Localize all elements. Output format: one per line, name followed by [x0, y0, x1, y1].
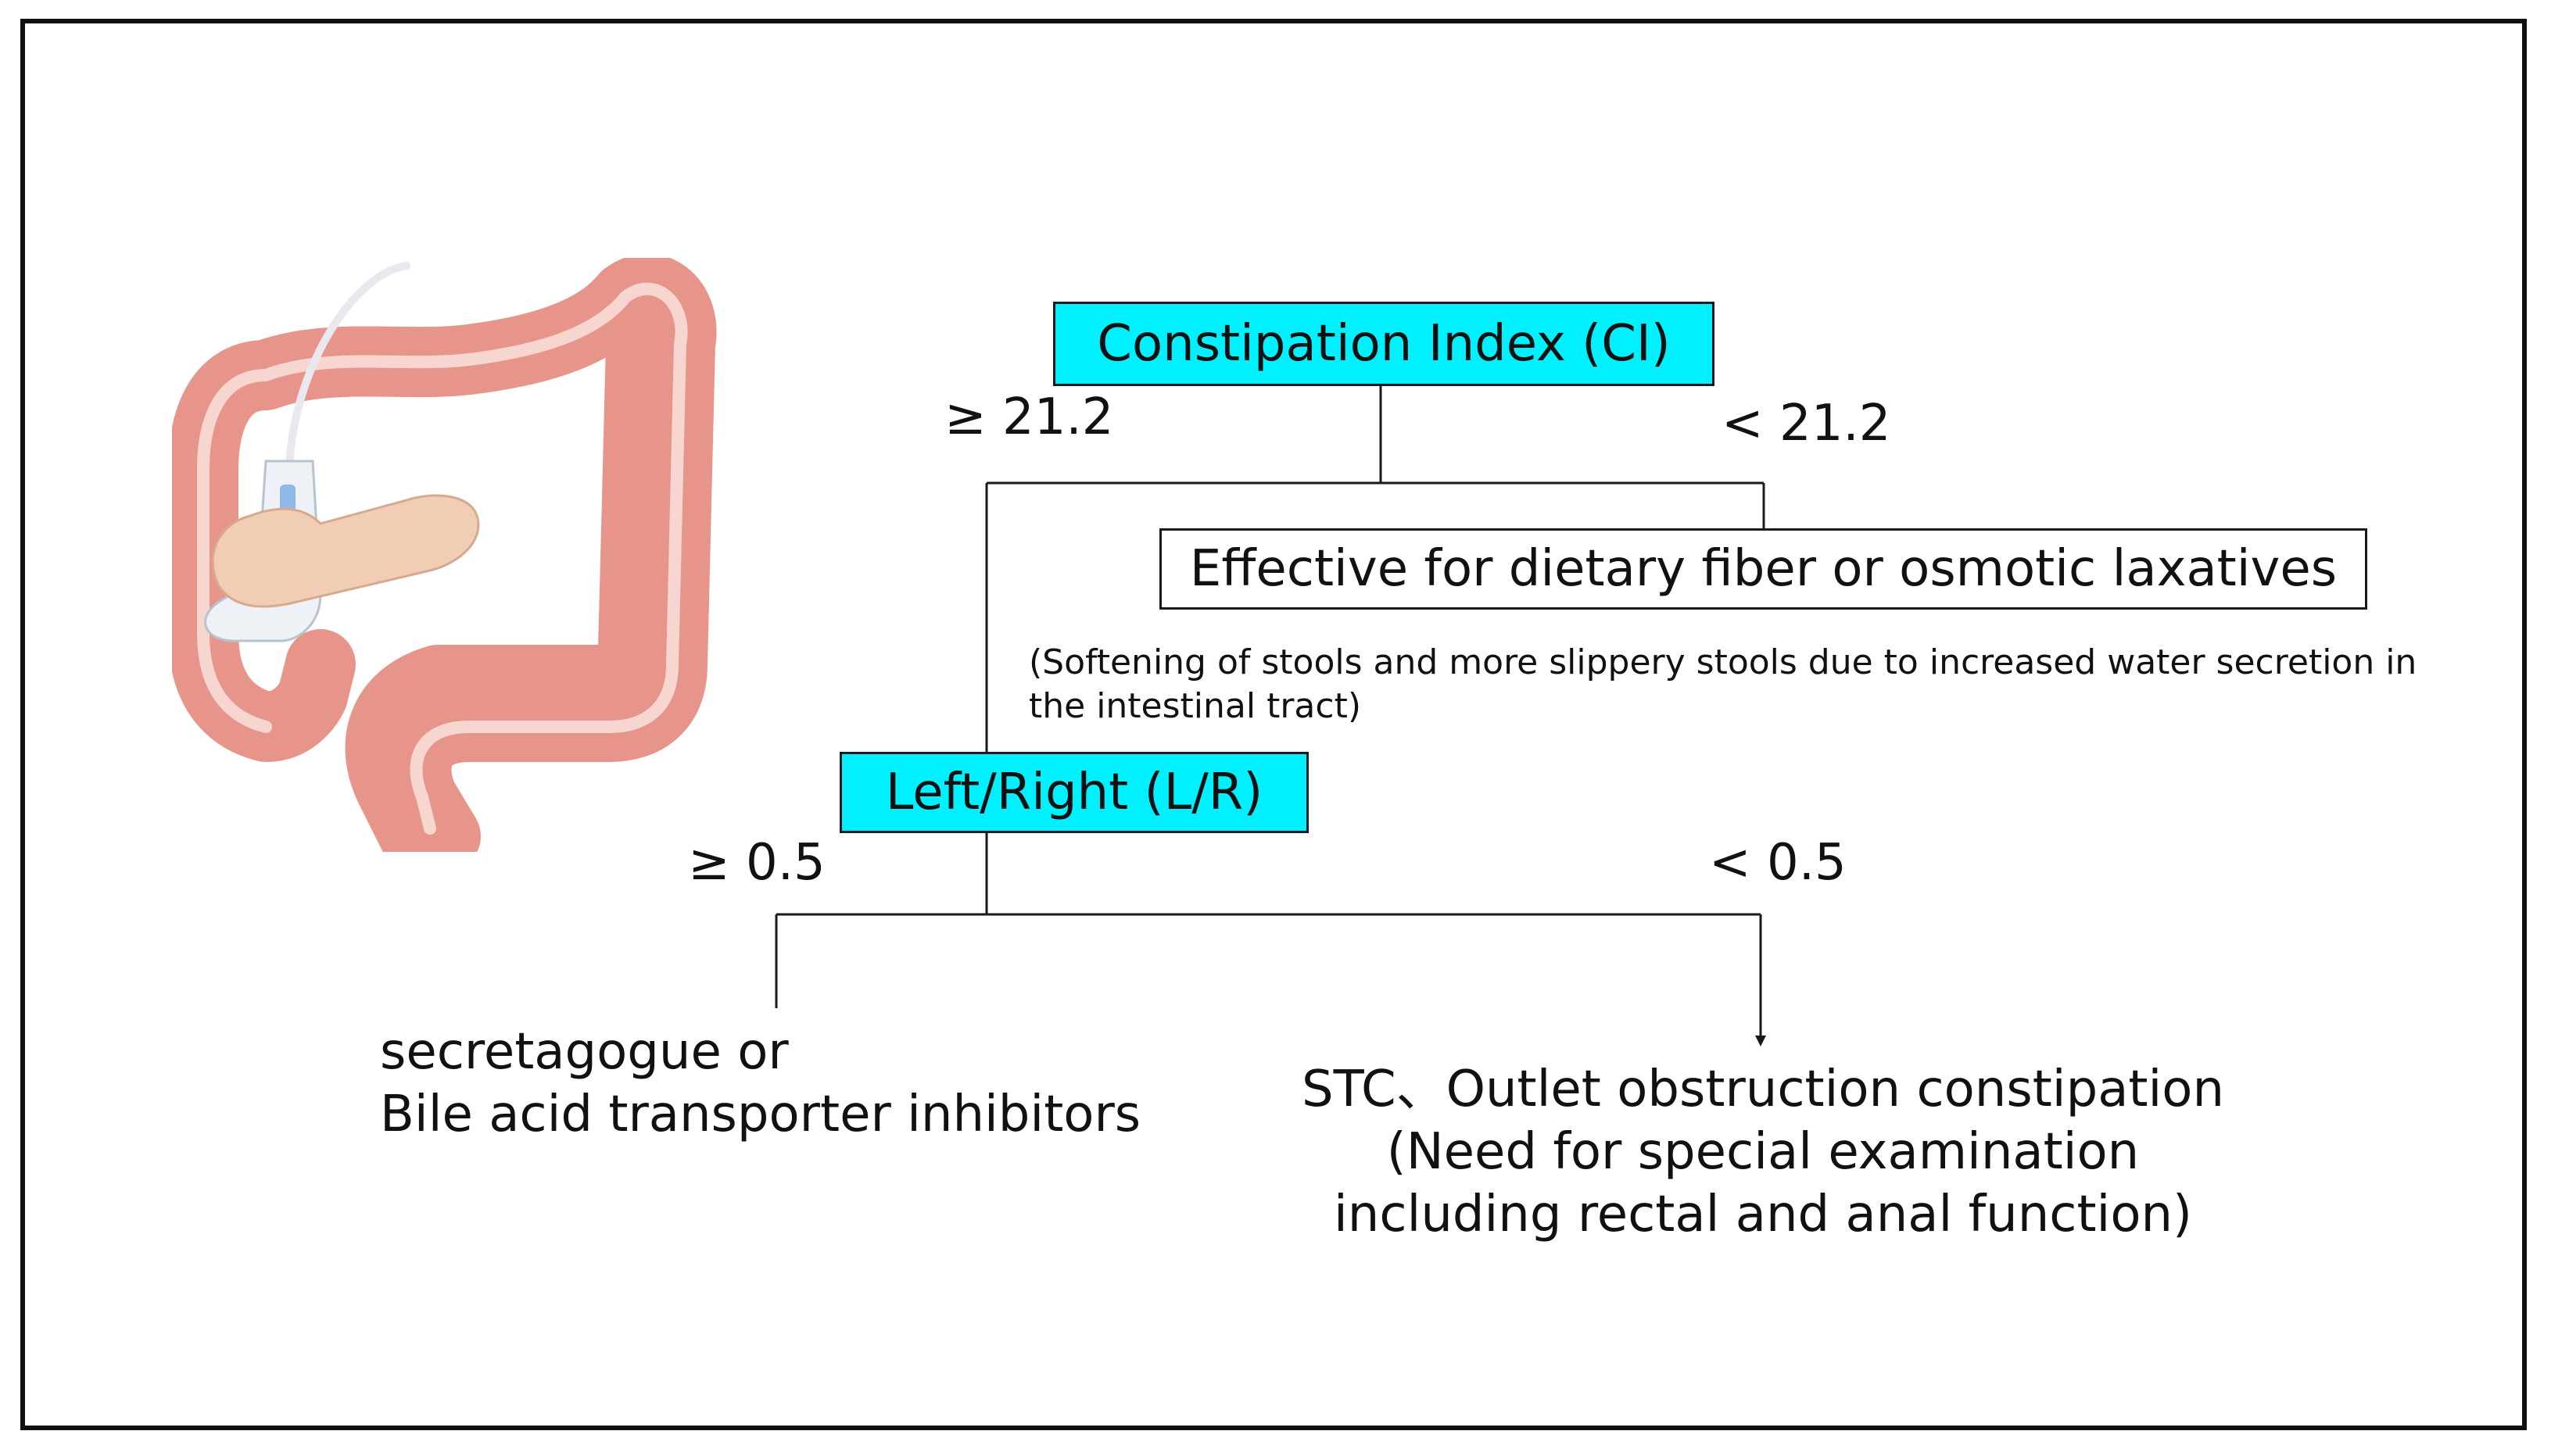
- constipation-index-label: Constipation Index (CI): [1097, 315, 1671, 373]
- stc-outlet-result-line2: (Need for special examination: [1386, 1123, 2140, 1181]
- ci-branch-low-label: < 21.2: [1722, 395, 1891, 453]
- ci-branch-high-label: ≥ 21.2: [944, 388, 1114, 446]
- dietary-fiber-note-line1: (Softening of stools and more slippery s…: [1029, 642, 2417, 682]
- probe-cable: [285, 262, 410, 481]
- stc-outlet-result-line1: STC、Outlet obstruction constipation: [1301, 1061, 2225, 1118]
- secretagogue-result-line2: Bile acid transporter inhibitors: [380, 1086, 1141, 1143]
- colon-inner-line: [197, 282, 688, 835]
- stc-outlet-result-line3: including rectal and anal function): [1334, 1186, 2192, 1243]
- constipation-index-box: Constipation Index (CI): [1053, 302, 1714, 386]
- secretagogue-result-line1: secretagogue or: [380, 1023, 789, 1081]
- left-right-ratio-box: Left/Right (L/R): [840, 752, 1309, 833]
- dietary-fiber-result-box: Effective for dietary fiber or osmotic l…: [1159, 528, 2367, 610]
- left-right-ratio-label: Left/Right (L/R): [885, 764, 1263, 821]
- lr-branch-low-label: < 0.5: [1709, 834, 1847, 892]
- hand-icon: [211, 494, 480, 608]
- secretagogue-result: secretagogue or Bile acid transporter in…: [380, 1021, 1141, 1146]
- dietary-fiber-result-label: Effective for dietary fiber or osmotic l…: [1189, 540, 2338, 598]
- colon-ultrasound-illustration-icon: [172, 258, 717, 852]
- lr-branch-high-label: ≥ 0.5: [688, 834, 826, 892]
- stc-outlet-result: STC、Outlet obstruction constipation (Nee…: [1267, 1058, 2259, 1246]
- dietary-fiber-note-line2: the intestinal tract): [1029, 686, 1362, 726]
- dietary-fiber-note: (Softening of stools and more slippery s…: [1029, 641, 2417, 728]
